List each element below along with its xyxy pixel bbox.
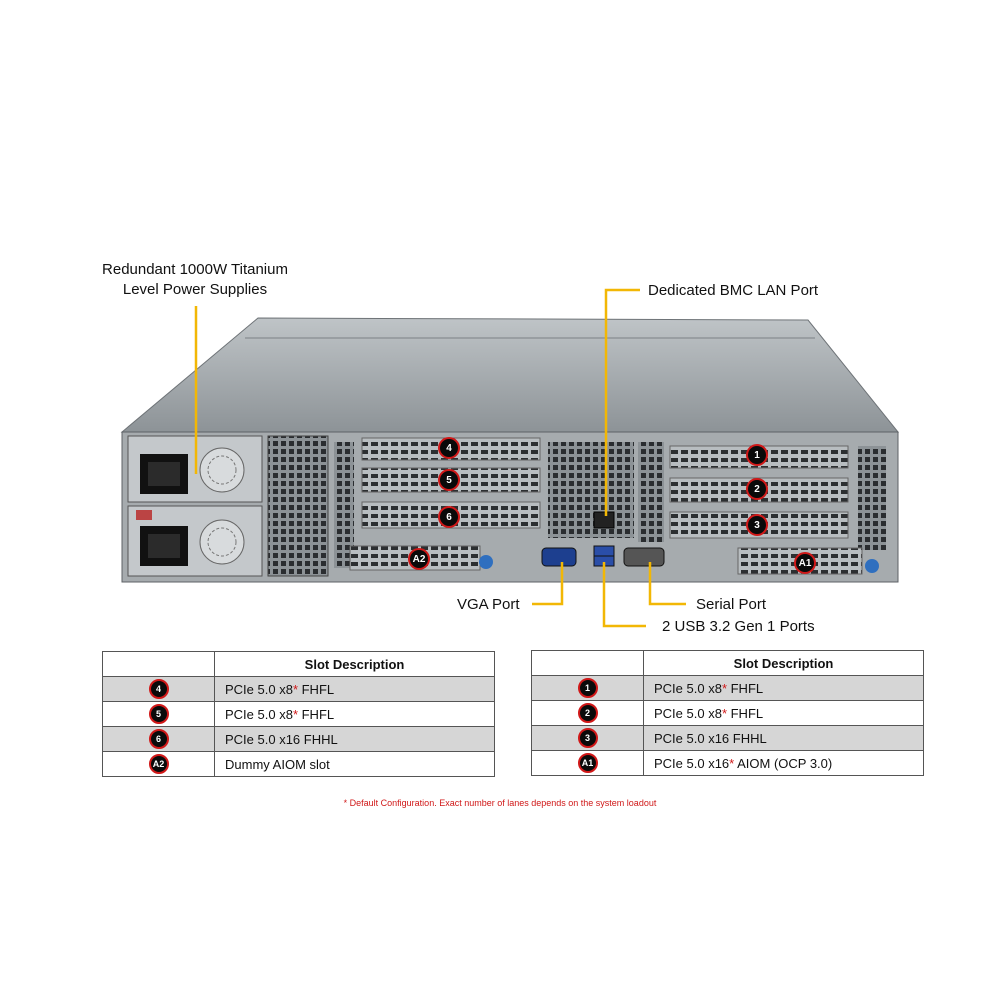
chassis-badge-a2: A2 — [408, 548, 430, 570]
psu-callout-line1: Redundant 1000W Titanium — [102, 261, 288, 278]
chassis-badge-6: 6 — [438, 506, 460, 528]
slot-description: PCIe 5.0 x8 — [654, 680, 722, 696]
usb-callout-label: 2 USB 3.2 Gen 1 Ports — [662, 618, 815, 635]
slot-description-tail: FHFL — [298, 706, 335, 722]
table-row: 4 PCIe 5.0 x8* FHFL — [102, 676, 495, 702]
psu-callout-line2: Level Power Supplies — [122, 281, 268, 298]
table-header-row: Slot Description — [531, 650, 924, 676]
right-slot-table: Slot Description 1 PCIe 5.0 x8* FHFL 2 P… — [531, 650, 924, 776]
bmc-callout-line — [604, 288, 640, 516]
slot-description-tail: FHFL — [727, 680, 764, 696]
serial-callout-label: Serial Port — [696, 596, 767, 613]
serial-port — [623, 547, 665, 567]
table-row: 1 PCIe 5.0 x8* FHFL — [531, 675, 924, 701]
power-supply-2 — [127, 505, 263, 577]
slot-description: PCIe 5.0 x8 — [225, 681, 293, 697]
table-row: A2 Dummy AIOM slot — [102, 751, 495, 777]
slot-description-tail: FHFL — [298, 681, 335, 697]
server-chassis — [120, 288, 900, 628]
slot-badge: 4 — [148, 679, 169, 699]
bmc-callout-label: Dedicated BMC LAN Port — [648, 282, 819, 299]
chassis-badge-1: 1 — [746, 444, 768, 466]
slot-badge: A1 — [577, 753, 598, 773]
chassis-badge-5: 5 — [438, 469, 460, 491]
bmc-lan-port — [593, 511, 615, 529]
slot-badge: 6 — [148, 729, 169, 749]
asterisk: * — [729, 755, 735, 771]
slot-badge: 2 — [577, 703, 598, 723]
slot-description-tail: AIOM (OCP 3.0) — [734, 755, 833, 771]
chassis-badge-a1: A1 — [794, 552, 816, 574]
chassis-badge-3: 3 — [746, 514, 768, 536]
usb-callout-line — [602, 562, 646, 628]
chassis-badge-4: 4 — [438, 437, 460, 459]
table-header-slot-description: Slot Description — [214, 651, 495, 677]
asterisk: * — [721, 680, 727, 696]
slot-description-tail: FHFL — [727, 705, 764, 721]
slot-description: PCIe 5.0 x16 — [654, 755, 730, 771]
slot-badge: 1 — [577, 678, 598, 698]
slot-description: PCIe 5.0 x16 FHHL — [225, 731, 338, 747]
slot-badge: 3 — [577, 728, 598, 748]
table-header-slot-description: Slot Description — [643, 650, 924, 676]
slot-description: PCIe 5.0 x8 — [654, 705, 722, 721]
table-header-empty — [102, 651, 215, 677]
table-row: 2 PCIe 5.0 x8* FHFL — [531, 700, 924, 726]
table-row: 6 PCIe 5.0 x16 FHHL — [102, 726, 495, 752]
asterisk: * — [292, 706, 298, 722]
vga-callout-line — [532, 562, 564, 606]
table-header-empty — [531, 650, 644, 676]
serial-callout-line — [648, 562, 686, 606]
slot-description: PCIe 5.0 x8 — [225, 706, 293, 722]
footnote: * Default Configuration. Exact number of… — [343, 798, 657, 808]
table-row: A1 PCIe 5.0 x16* AIOM (OCP 3.0) — [531, 750, 924, 776]
slot-description: PCIe 5.0 x16 FHHL — [654, 730, 767, 746]
chassis-badge-2: 2 — [746, 478, 768, 500]
slot-badge: 5 — [148, 704, 169, 724]
vga-callout-label: VGA Port — [457, 596, 520, 613]
slot-badge: A2 — [148, 754, 169, 774]
table-row: 3 PCIe 5.0 x16 FHHL — [531, 725, 924, 751]
psu-callout-label: Redundant 1000W Titanium Level Power Sup… — [70, 260, 320, 300]
table-header-row: Slot Description — [102, 651, 495, 677]
asterisk: * — [721, 705, 727, 721]
chassis-top — [120, 317, 900, 433]
left-slot-table: Slot Description 4 PCIe 5.0 x8* FHFL 5 P… — [102, 651, 495, 777]
table-row: 5 PCIe 5.0 x8* FHFL — [102, 701, 495, 727]
vga-port — [541, 547, 577, 567]
asterisk: * — [292, 681, 298, 697]
slot-description: Dummy AIOM slot — [225, 756, 330, 772]
